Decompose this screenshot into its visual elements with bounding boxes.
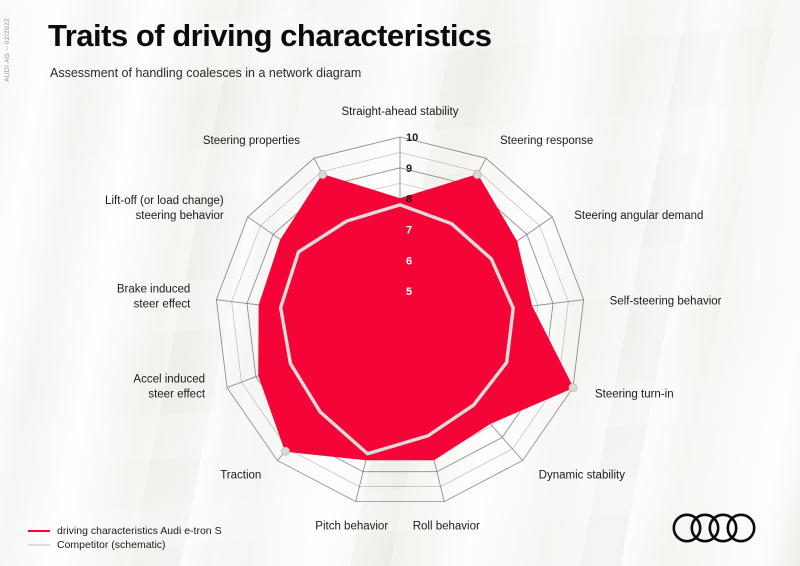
svg-text:Lift-off (or load change): Lift-off (or load change) <box>105 195 224 207</box>
legend-label-competitor: Competitor (schematic) <box>57 539 166 551</box>
svg-text:Self-steering behavior: Self-steering behavior <box>610 296 722 308</box>
svg-text:Roll behavior: Roll behavior <box>413 521 480 533</box>
radar-tick-labels: 5 6 7 8 9 10 <box>406 132 418 298</box>
radar-series <box>258 173 574 461</box>
legend-swatch-audi-line <box>28 530 50 532</box>
svg-text:steer effect: steer effect <box>134 299 191 311</box>
svg-text:Dynamic stability: Dynamic stability <box>539 469 626 481</box>
axis-label-self-steering-behavior: Self-steering behavior <box>610 296 722 308</box>
tick-label-8: 8 <box>406 194 412 206</box>
tick-label-9: 9 <box>406 163 412 175</box>
axis-label-traction: Traction <box>220 469 261 481</box>
axis-label-lift-off-or-load-change-steering-behavior: Lift-off (or load change) steering behavi… <box>105 195 224 222</box>
axis-label-steering-response: Steering response <box>500 135 593 147</box>
svg-text:Steering turn-in: Steering turn-in <box>595 389 674 401</box>
legend-label-audi: driving characteristics Audi e-tron S <box>57 525 222 537</box>
svg-text:Brake induced: Brake induced <box>117 284 191 296</box>
tick-label-5: 5 <box>406 286 412 298</box>
page-subtitle: Assessment of handling coalesces in a ne… <box>50 66 362 80</box>
axis-label-steering-turn-in: Steering turn-in <box>595 389 674 401</box>
axis-label-straight-ahead-stability: Straight-ahead stability <box>342 106 459 118</box>
svg-text:Accel induced: Accel induced <box>133 374 205 386</box>
axis-label-dynamic-stability: Dynamic stability <box>539 469 626 481</box>
svg-text:Steering angular demand: Steering angular demand <box>574 210 703 222</box>
svg-text:Steering response: Steering response <box>500 135 593 147</box>
svg-text:Pitch behavior: Pitch behavior <box>315 521 388 533</box>
radar-vertex-markers <box>281 170 578 456</box>
tick-label-7: 7 <box>406 225 412 237</box>
axis-label-brake-induced-steer-effect: Brake induced steer effect <box>117 284 191 311</box>
tick-label-10: 10 <box>406 132 418 144</box>
legend-item-audi: driving characteristics Audi e-tron S <box>28 524 222 538</box>
axis-label-accel-induced-steer-effect: Accel induced steer effect <box>133 374 205 401</box>
svg-text:Traction: Traction <box>220 469 261 481</box>
axis-label-pitch-behavior: Pitch behavior <box>315 521 388 533</box>
legend-item-competitor: Competitor (schematic) <box>28 538 222 552</box>
legend-swatch-competitor-line <box>28 544 50 546</box>
chart-legend: driving characteristics Audi e-tron S Co… <box>28 524 222 552</box>
axis-label-steering-angular-demand: Steering angular demand <box>574 210 703 222</box>
svg-text:Straight-ahead stability: Straight-ahead stability <box>342 106 459 118</box>
svg-text:Steering properties: Steering properties <box>203 135 300 147</box>
audi-four-rings-logo <box>672 513 756 543</box>
svg-text:steer effect: steer effect <box>148 389 205 401</box>
page-title: Traits of driving characteristics <box>48 18 492 53</box>
axis-label-steering-properties: Steering properties <box>203 135 300 147</box>
tick-label-6: 6 <box>406 255 412 267</box>
svg-text:steering behavior: steering behavior <box>136 210 224 222</box>
axis-label-roll-behavior: Roll behavior <box>413 521 480 533</box>
